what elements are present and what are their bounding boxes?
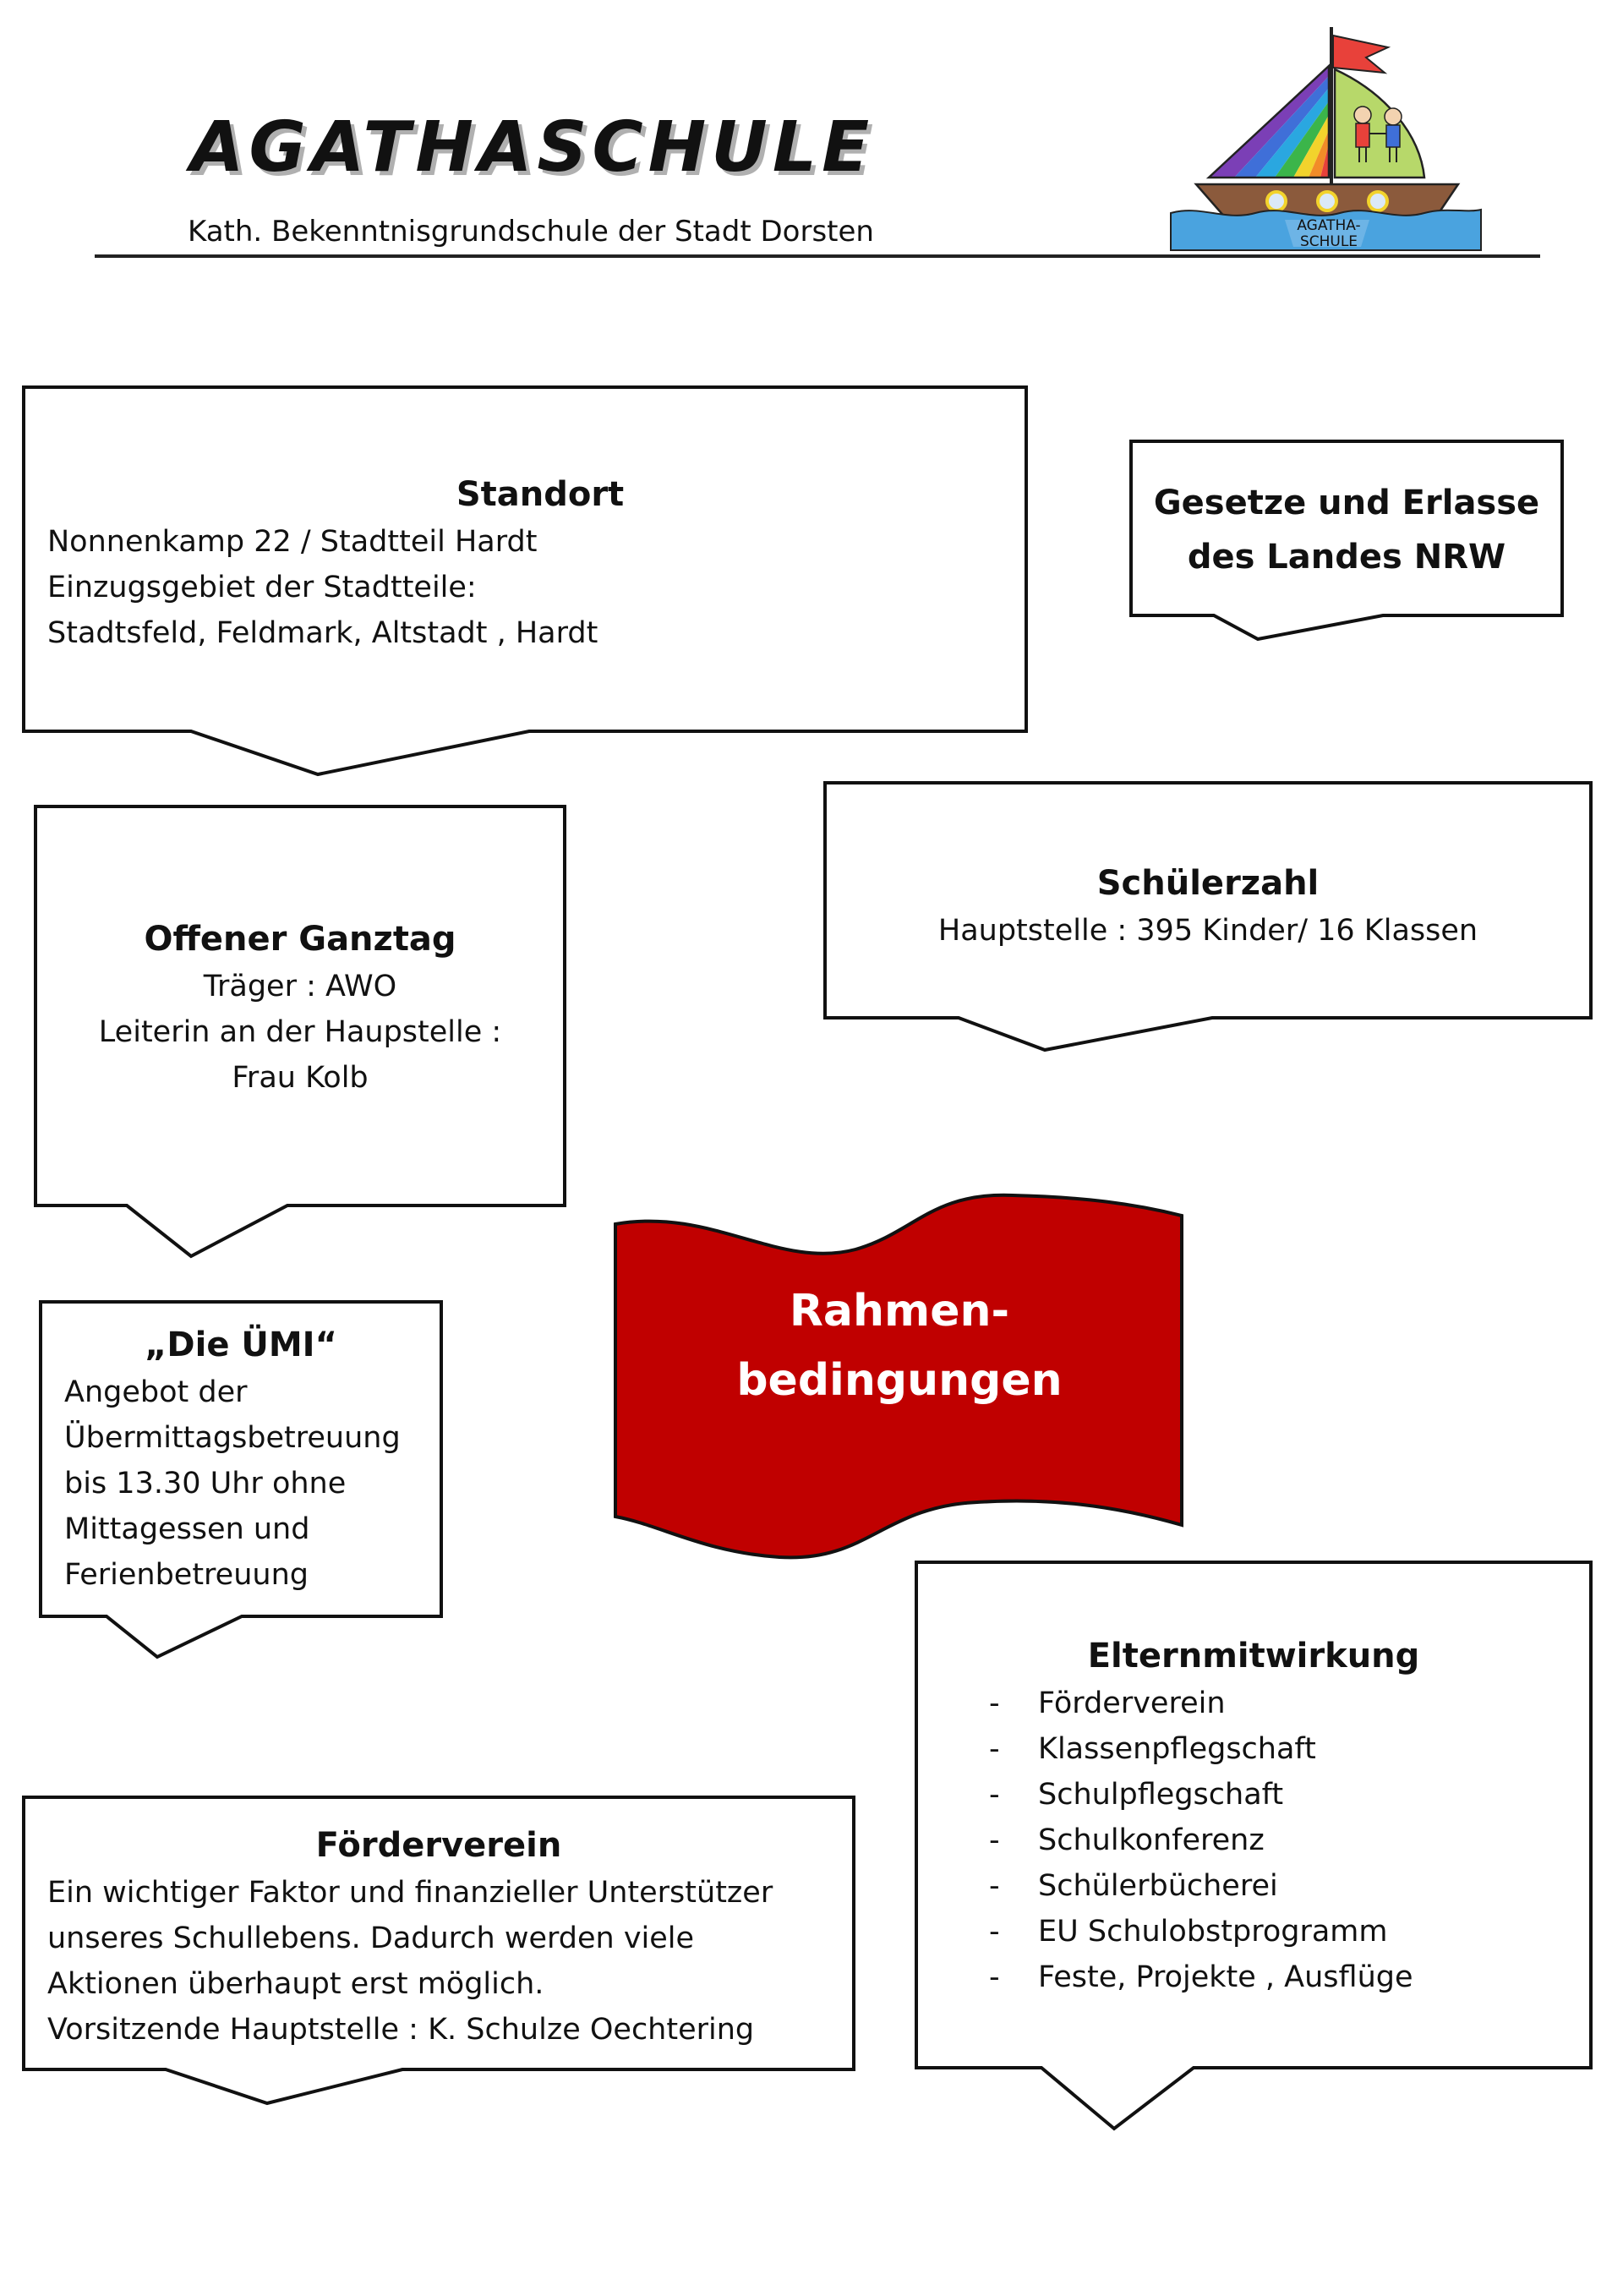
- standort-line-2: Einzugsgebiet der Stadtteile:: [47, 571, 477, 604]
- foerderverein-line-1: Ein wichtiger Faktor und finanzieller Un…: [47, 1876, 773, 1910]
- standort-title: Standort: [456, 475, 625, 514]
- ganztag-line-2: Leiterin an der Haupstelle :: [98, 1015, 502, 1049]
- school-subtitle: Kath. Bekenntnisgrundschule der Stadt Do…: [188, 215, 874, 249]
- uemi-line-2: Übermittagsbetreuung: [64, 1421, 401, 1455]
- foerderverein-line-3: Aktionen überhaupt erst möglich.: [47, 1967, 544, 2001]
- standort-line-1: Nonnenkamp 22 / Stadtteil Hardt: [47, 525, 538, 559]
- banner-title: Rahmen- bedingungen: [610, 1276, 1189, 1415]
- uemi-line-5: Ferienbetreuung: [64, 1558, 309, 1592]
- schuelerzahl-callout: Schülerzahl Hauptstelle : 395 Kinder/ 16…: [823, 781, 1593, 1055]
- banner-line-1: Rahmen-: [789, 1286, 1010, 1337]
- list-item: Schülerbücherei: [989, 1863, 1593, 1909]
- ganztag-line-1: Träger : AWO: [203, 970, 397, 1003]
- gesetze-callout: Gesetze und Erlasse des Landes NRW: [1129, 440, 1564, 642]
- ganztag-line-3: Frau Kolb: [232, 1061, 369, 1095]
- uemi-callout: „Die ÜMI“ Angebot der Übermittagsbetreuu…: [39, 1300, 443, 1660]
- foerderverein-line-4: Vorsitzende Hauptstelle : K. Schulze Oec…: [47, 2013, 755, 2047]
- gesetze-line-1: Gesetze und Erlasse: [1153, 484, 1540, 522]
- uemi-line-4: Mittagessen und: [64, 1512, 310, 1546]
- uemi-title: „Die ÜMI“: [145, 1326, 337, 1364]
- foerderverein-frame: [22, 1796, 855, 2106]
- schuelerzahl-title: Schülerzahl: [1096, 864, 1320, 903]
- list-item: Förderverein: [989, 1681, 1593, 1726]
- elternmitwirkung-list: Förderverein Klassenpflegschaft Schulpfl…: [989, 1681, 1593, 2000]
- logo-text-1: AGATHA-: [1297, 217, 1360, 234]
- gesetze-frame: [1129, 440, 1564, 642]
- standort-callout: Standort Nonnenkamp 22 / Stadtteil Hardt…: [22, 385, 1028, 778]
- school-name: AGATHASCHULE: [190, 107, 875, 188]
- uemi-frame: [39, 1300, 443, 1659]
- header-divider: [95, 254, 1540, 258]
- foerderverein-title: Förderverein: [315, 1826, 562, 1865]
- list-item: Schulkonferenz: [989, 1818, 1593, 1863]
- foerderverein-callout: Förderverein Ein wichtiger Faktor und fi…: [22, 1796, 855, 2108]
- elternmitwirkung-callout: Elternmitwirkung Förderverein Klassenpfl…: [915, 1561, 1593, 2132]
- uemi-line-1: Angebot der: [64, 1375, 248, 1409]
- ganztag-callout: Offener Ganztag Träger : AWO Leiterin an…: [34, 805, 566, 1261]
- list-item: Schulpflegschaft: [989, 1772, 1593, 1818]
- gesetze-line-2: des Landes NRW: [1187, 538, 1506, 577]
- schuelerzahl-line: Hauptstelle : 395 Kinder/ 16 Klassen: [937, 914, 1478, 948]
- logo-text-2: SCHULE: [1300, 233, 1358, 250]
- ganztag-title: Offener Ganztag: [144, 920, 456, 959]
- schuelerzahl-frame: [823, 781, 1593, 1052]
- uemi-line-3: bis 13.30 Uhr ohne: [64, 1467, 347, 1501]
- standort-frame: [22, 385, 1028, 777]
- list-item: Klassenpflegschaft: [989, 1726, 1593, 1772]
- ganztag-frame: [34, 805, 566, 1259]
- school-logo: AGATHA- SCHULE: [1170, 27, 1482, 251]
- list-item: EU Schulobstprogramm: [989, 1909, 1593, 1954]
- banner-line-2: bedingungen: [736, 1355, 1063, 1406]
- list-item: Feste, Projekte , Ausflüge: [989, 1954, 1593, 2000]
- foerderverein-line-2: unseres Schullebens. Dadurch werden viel…: [47, 1922, 695, 1955]
- standort-line-3: Stadtsfeld, Feldmark, Altstadt , Hardt: [47, 616, 598, 650]
- elternmitwirkung-title: Elternmitwirkung: [1087, 1637, 1420, 1676]
- rahmen-banner: [614, 1193, 1183, 1560]
